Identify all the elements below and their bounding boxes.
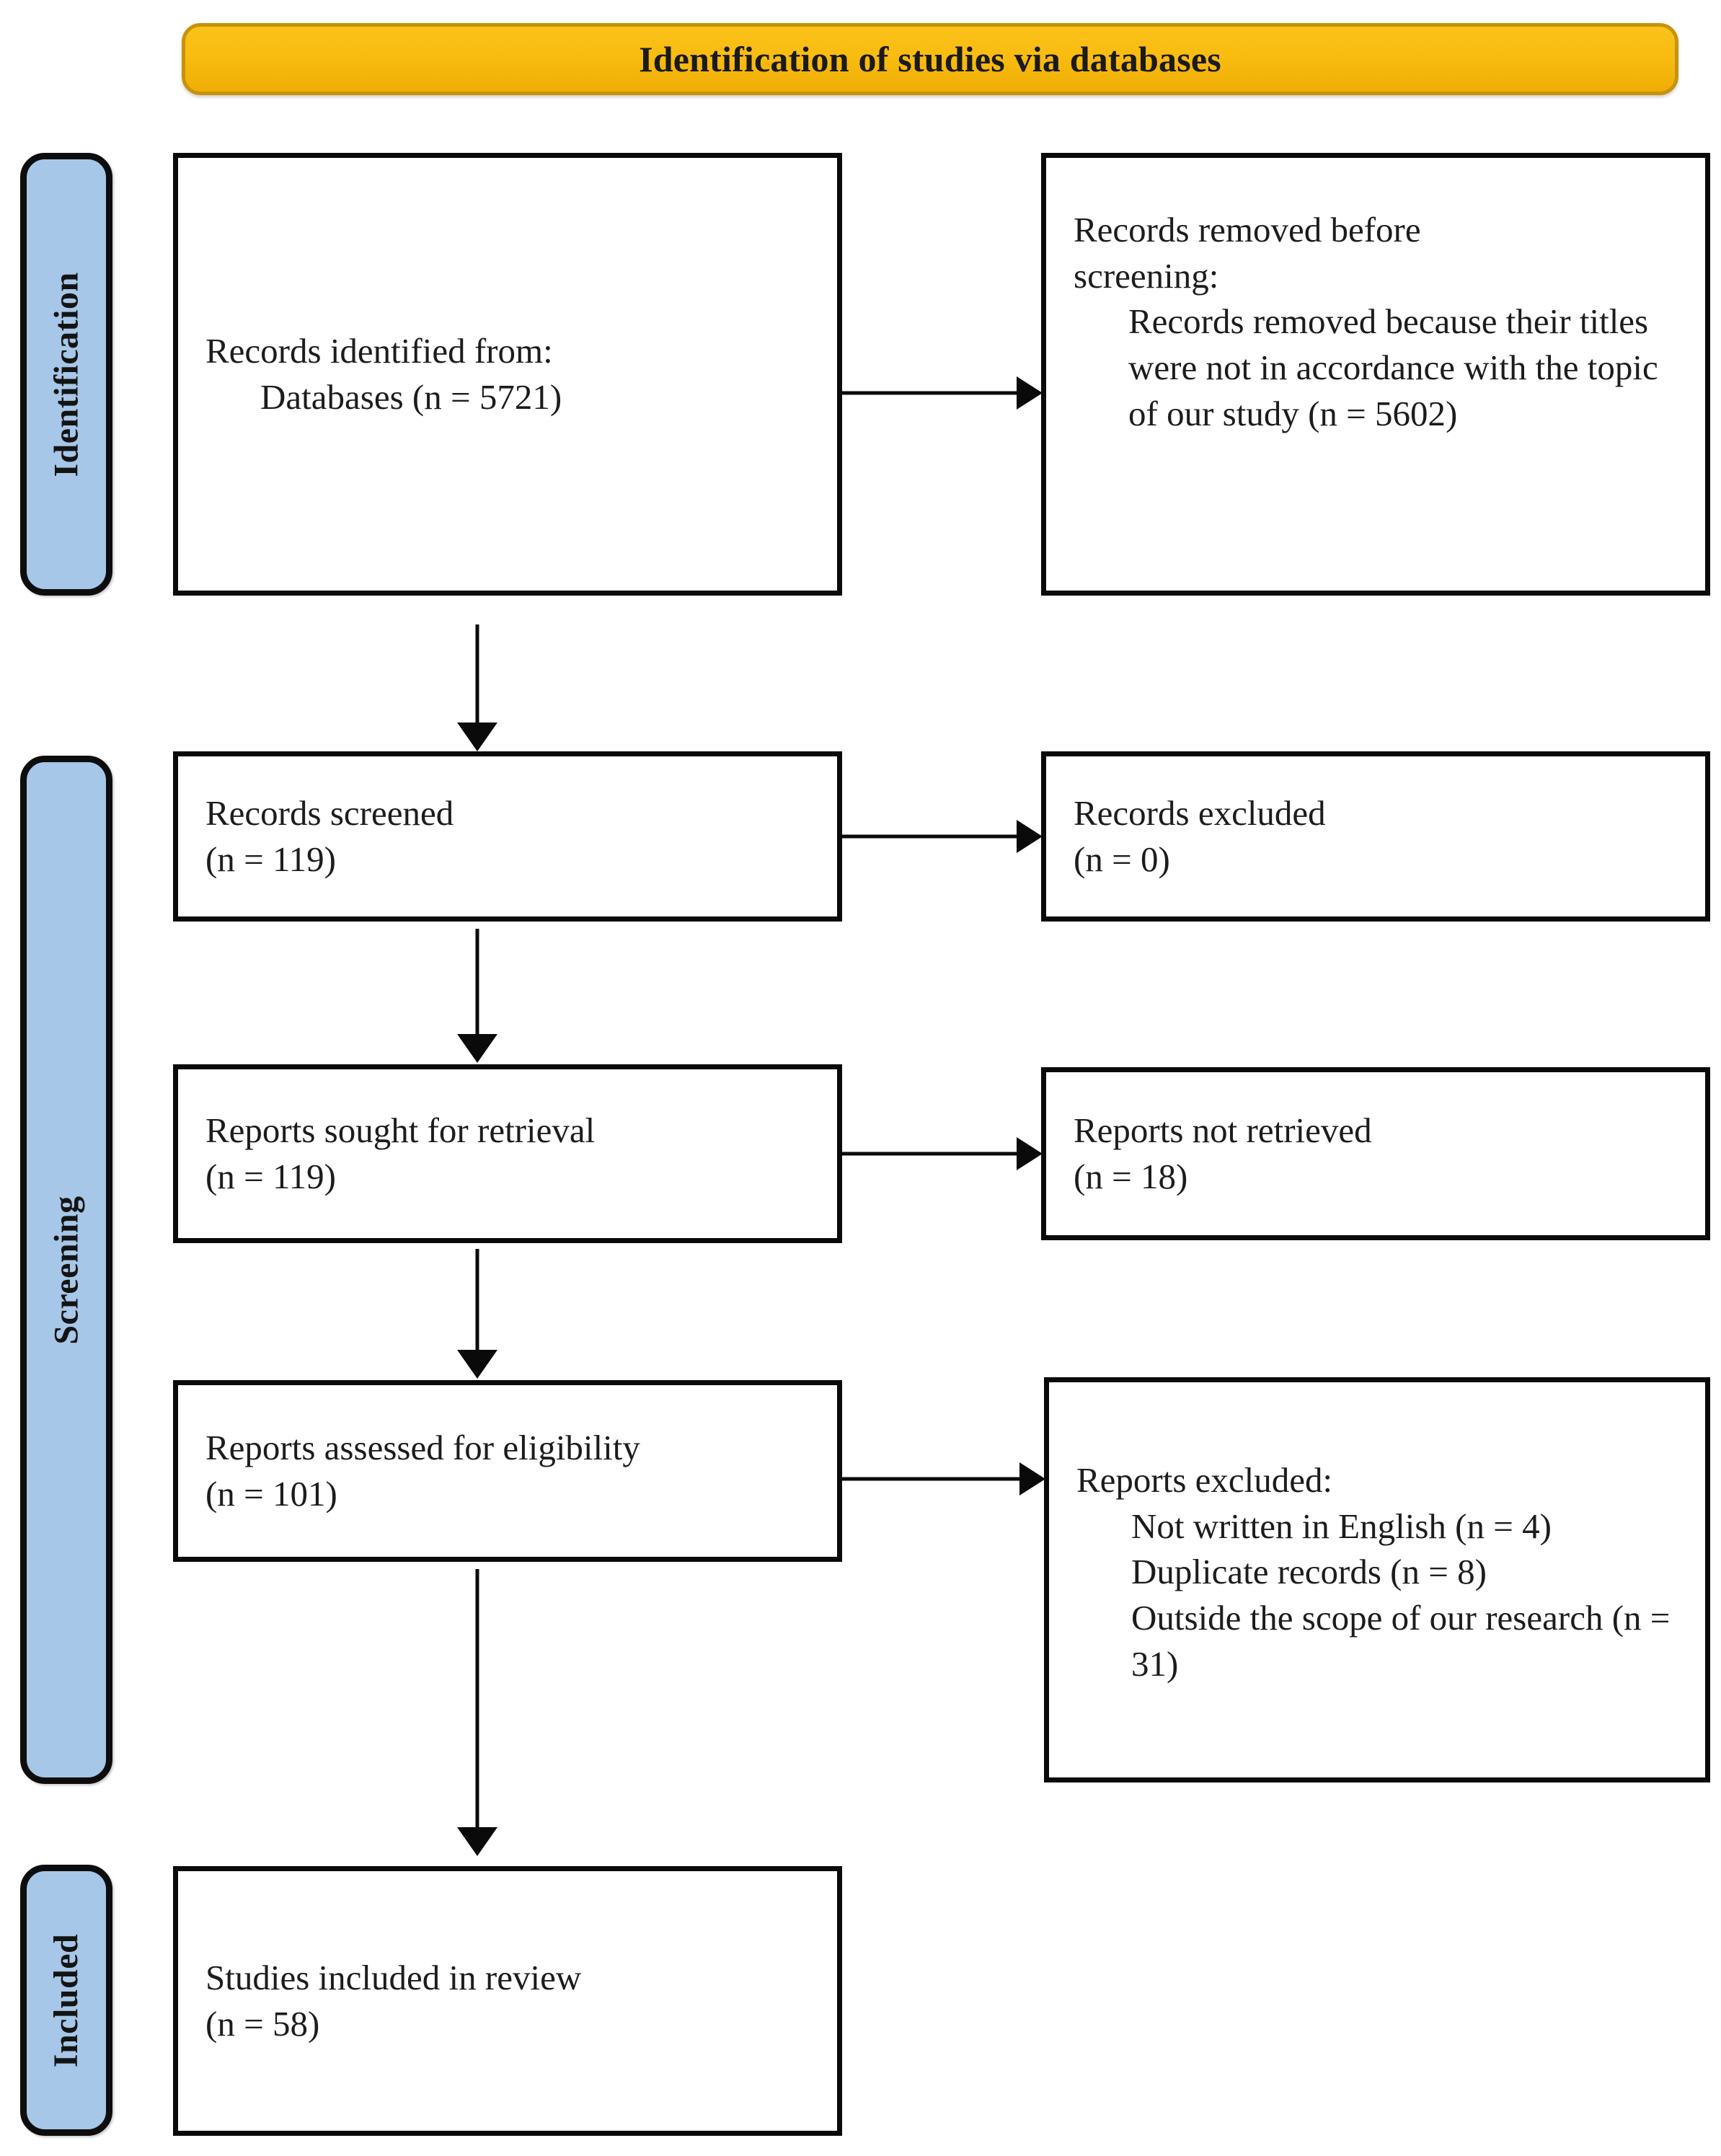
stage-label-included-text: Included — [47, 1933, 86, 2067]
box-records-removed-before-screening: Records removed before screening: Record… — [1041, 153, 1710, 596]
banner-title: Identification of studies via databases — [639, 39, 1221, 79]
arrow-assessed-to-included — [457, 1569, 497, 1856]
reports-sought-line2: (n = 119) — [205, 1157, 336, 1196]
box-studies-included-in-review: Studies included in review (n = 58) — [173, 1866, 842, 2136]
diagram-header-banner: Identification of studies via databases — [182, 23, 1678, 95]
arrow-assessed-to-excluded — [842, 1462, 1045, 1495]
stage-label-included: Included — [20, 1865, 112, 2136]
records-screened-line2: (n = 119) — [205, 839, 336, 879]
arrow-screened-to-sought — [457, 929, 497, 1063]
arrow-head — [457, 1350, 497, 1379]
arrow-head — [1017, 820, 1043, 853]
stage-label-screening-text: Screening — [47, 1195, 86, 1345]
arrow-shaft — [842, 391, 1021, 395]
arrow-screened-to-excluded — [842, 820, 1043, 853]
reports-excluded-item-3: Outside the scope of our research (n = 3… — [1131, 1598, 1671, 1684]
arrow-identified-to-removed — [842, 376, 1043, 410]
arrow-shaft — [475, 1249, 479, 1353]
stage-label-identification: Identification — [20, 153, 112, 596]
records-identified-line1: Records identified from: — [205, 331, 553, 371]
records-identified-line2: Databases (n = 5721) — [260, 377, 562, 417]
stage-label-screening: Screening — [20, 756, 112, 1784]
arrow-shaft — [842, 834, 1021, 839]
box-reports-excluded: Reports excluded: Not written in English… — [1044, 1377, 1710, 1782]
reports-assessed-line1: Reports assessed for eligibility — [205, 1428, 640, 1468]
records-excluded-line1: Records excluded — [1074, 793, 1326, 834]
arrow-head — [1019, 1462, 1045, 1495]
records-screened-line1: Records screened — [205, 793, 454, 834]
box-records-identified: Records identified from: Databases (n = … — [173, 153, 842, 596]
arrow-head — [457, 1034, 497, 1063]
reports-assessed-line2: (n = 101) — [205, 1474, 337, 1514]
arrow-sought-to-assessed — [457, 1249, 497, 1379]
arrow-head — [457, 1827, 497, 1856]
arrow-shaft — [475, 1569, 479, 1829]
reports-not-retrieved-line2: (n = 18) — [1074, 1157, 1188, 1196]
reports-excluded-line1: Reports excluded: — [1076, 1460, 1333, 1500]
stage-label-identification-text: Identification — [47, 271, 86, 477]
reports-excluded-item-2: Duplicate records (n = 8) — [1131, 1552, 1487, 1592]
reports-not-retrieved-line1: Reports not retrieved — [1074, 1110, 1372, 1151]
arrow-shaft — [842, 1152, 1021, 1156]
reports-excluded-item-1: Not written in English (n = 4) — [1131, 1506, 1552, 1546]
arrow-head — [457, 723, 497, 751]
studies-included-line2: (n = 58) — [205, 2004, 320, 2044]
box-records-excluded: Records excluded (n = 0) — [1041, 751, 1710, 922]
arrow-shaft — [475, 624, 479, 725]
arrow-identified-to-screened — [457, 624, 497, 751]
arrow-sought-to-not-retrieved — [842, 1137, 1043, 1170]
records-removed-line2: screening: — [1074, 255, 1219, 296]
arrow-head — [1017, 1137, 1043, 1170]
arrow-shaft — [475, 929, 479, 1037]
reports-sought-line1: Reports sought for retrieval — [205, 1110, 596, 1151]
box-reports-not-retrieved: Reports not retrieved (n = 18) — [1041, 1067, 1710, 1240]
box-records-screened: Records screened (n = 119) — [173, 751, 842, 922]
arrow-head — [1017, 376, 1043, 410]
box-reports-assessed-for-eligibility: Reports assessed for eligibility (n = 10… — [173, 1380, 842, 1562]
records-excluded-line2: (n = 0) — [1074, 839, 1170, 879]
arrow-shaft — [842, 1477, 1024, 1481]
records-removed-line1: Records removed before — [1074, 210, 1421, 249]
box-reports-sought-for-retrieval: Reports sought for retrieval (n = 119) — [173, 1064, 842, 1243]
records-removed-detail: Records removed because their titles wer… — [1128, 301, 1658, 433]
studies-included-line1: Studies included in review — [205, 1958, 582, 1998]
